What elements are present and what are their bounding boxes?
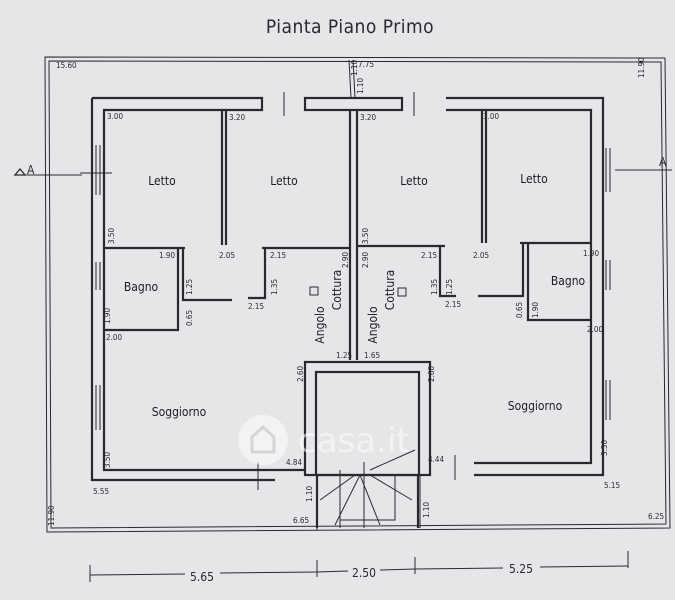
dim: 0.65 xyxy=(515,302,524,318)
plan-title: Pianta Piano Primo xyxy=(266,16,434,38)
svg-text:casa.it: casa.it xyxy=(298,421,410,461)
dim: 2.00 xyxy=(587,325,603,334)
overall-dim-right: 5.25 xyxy=(509,562,533,576)
overall-dim-center: 2.50 xyxy=(352,566,376,580)
dim: 2.15 xyxy=(248,302,264,311)
dim: 1.10 xyxy=(356,78,365,94)
room-letto: Letto xyxy=(148,174,176,188)
room-letto: Letto xyxy=(270,174,298,188)
dim: 1.25 xyxy=(336,351,352,360)
dim: 3.00 xyxy=(483,112,499,121)
walls xyxy=(90,96,605,528)
dim: 1.90 xyxy=(103,308,112,324)
dim: 3.50 xyxy=(600,440,609,456)
dim: 6.25 xyxy=(648,512,664,521)
dim: 2.60 xyxy=(427,366,436,382)
dim: 2.90 xyxy=(361,252,370,268)
section-a-right: A xyxy=(659,155,667,169)
dim: 6.65 xyxy=(293,516,309,525)
dim: 1.35 xyxy=(430,279,439,295)
dim: 2.00 xyxy=(106,333,122,342)
dim: 2.05 xyxy=(473,251,489,260)
dim: 4.44 xyxy=(428,455,444,464)
room-soggiorno: Soggiorno xyxy=(152,405,207,419)
dim: 2.15 xyxy=(421,251,437,260)
dim: 3.50 xyxy=(361,228,370,244)
room-soggiorno: Soggiorno xyxy=(508,399,563,413)
dim: 1.90 xyxy=(159,251,175,260)
dim: 2.05 xyxy=(219,251,235,260)
lot-boundary xyxy=(44,56,671,533)
dim: 3.00 xyxy=(107,112,123,121)
dim: 2.90 xyxy=(341,252,350,268)
dim: 1.10 xyxy=(422,502,431,518)
dim: 1.25 xyxy=(445,279,454,295)
overall-dimensions: 5.65 2.50 5.25 xyxy=(89,551,629,584)
dim: 2.15 xyxy=(270,251,286,260)
room-cottura: Cottura xyxy=(330,270,344,311)
room-angolo: Angolo xyxy=(366,306,380,344)
dim: 1.65 xyxy=(364,351,380,360)
dim: 2.15 xyxy=(445,300,461,309)
dim: 4.84 xyxy=(286,458,302,467)
dim: 3.20 xyxy=(229,113,245,122)
dim: 3.50 xyxy=(103,452,112,468)
dimension-labels: 15.60 3.00 3.20 3.50 1.90 2.05 2.15 1.25… xyxy=(47,57,664,526)
dim: 1.35 xyxy=(270,279,279,295)
dim: 5.15 xyxy=(604,481,620,490)
room-angolo: Angolo xyxy=(313,306,327,344)
section-a-left: A xyxy=(27,163,35,177)
room-bagno: Bagno xyxy=(124,280,159,294)
dim: 3.20 xyxy=(360,113,376,122)
watermark-logo: casa.it xyxy=(238,415,410,465)
windows xyxy=(95,92,611,490)
room-cottura: Cottura xyxy=(383,270,397,311)
dim: 2.60 xyxy=(296,366,305,382)
dim: 11.90 xyxy=(637,57,646,78)
room-letto: Letto xyxy=(520,172,548,186)
dim: 5.55 xyxy=(93,487,109,496)
dim: 1.10 xyxy=(350,60,359,76)
room-labels: Letto Letto Letto Letto Bagno Bagno Ango… xyxy=(124,172,586,419)
dim: 1.90 xyxy=(583,249,599,258)
dim: 11.90 xyxy=(47,505,56,526)
dim: 0.65 xyxy=(185,310,194,326)
room-bagno: Bagno xyxy=(551,274,586,288)
section-marks: A A xyxy=(13,155,672,177)
dim: 3.50 xyxy=(107,228,116,244)
dim: 1.10 xyxy=(305,486,314,502)
dim: 7.75 xyxy=(358,60,374,69)
room-letto: Letto xyxy=(400,174,428,188)
stairs xyxy=(319,449,416,528)
dim: 1.90 xyxy=(531,302,540,318)
overall-dim-left: 5.65 xyxy=(190,570,214,584)
dim: 15.60 xyxy=(56,61,77,70)
dim: 1.25 xyxy=(185,279,194,295)
